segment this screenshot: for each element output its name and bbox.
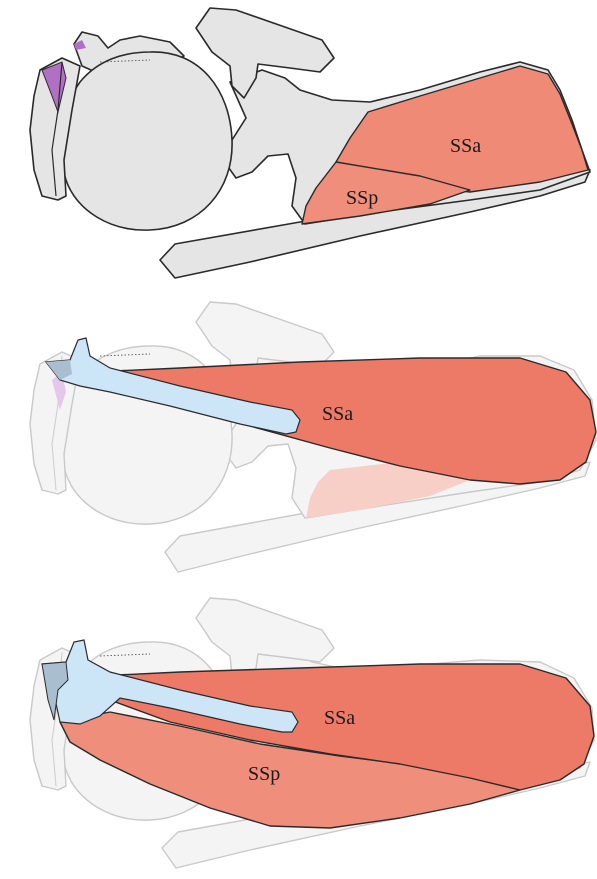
label-ssp-panel-1: SSp [346,187,378,209]
panel-1: SSa SSp [30,8,590,278]
label-ssa-panel-3: SSa [324,707,355,729]
label-ssa-panel-1: SSa [450,135,481,157]
label-ssp-panel-3: SSp [248,763,280,785]
panel-3: SSa SSp [30,598,594,868]
panel-2: SSa [30,302,596,572]
label-ssa-panel-2: SSa [322,403,353,425]
humeral-head [61,52,232,230]
